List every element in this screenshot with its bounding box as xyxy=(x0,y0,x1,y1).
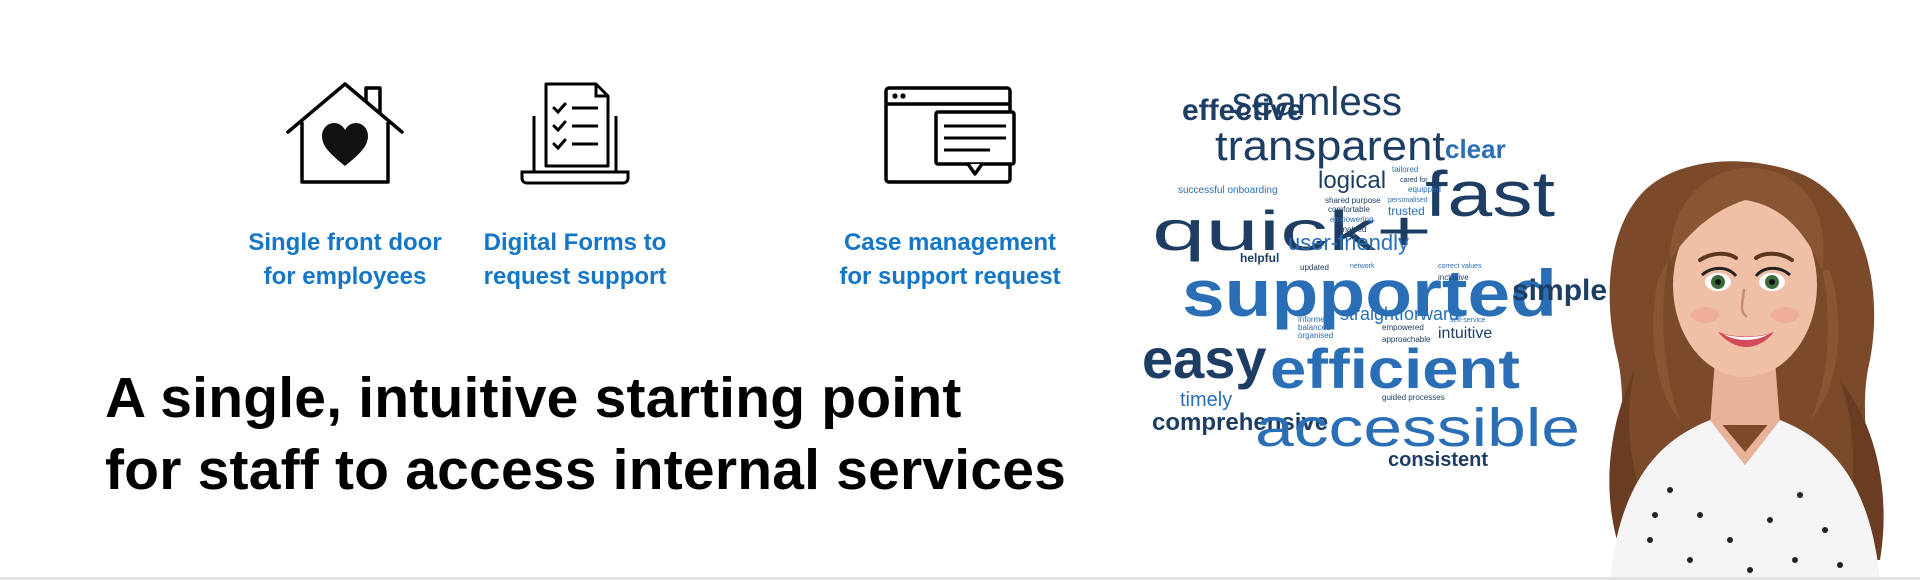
feature-caption: Case management for support request xyxy=(790,226,1110,294)
word-approachable: approachable xyxy=(1382,335,1431,344)
feature-caption: Digital Forms to request support xyxy=(415,226,735,294)
feature-caption: Single front door for employees xyxy=(185,226,505,294)
word-seamless: seamless xyxy=(1232,80,1402,124)
headline-line-2: for staff to access internal services xyxy=(105,438,1067,502)
word-correct-values: correct values xyxy=(1438,263,1482,270)
word-easy: easy xyxy=(1142,327,1267,390)
feature-single-front-door: Single front door for employees xyxy=(185,78,505,294)
caption-line-2: request support xyxy=(483,263,667,290)
avatar-illustration xyxy=(1609,161,1884,580)
caption-line-1: Single front door xyxy=(248,229,442,256)
word-organised: organised xyxy=(1298,331,1333,340)
word-successful-onboarding: successful onboarding xyxy=(1178,185,1278,196)
word-comfortable: comfortable xyxy=(1328,205,1370,214)
word-consistent: consistent xyxy=(1388,449,1488,471)
word-shared-purpose: shared purpose xyxy=(1325,196,1381,205)
browser-message-icon xyxy=(884,86,1016,184)
caption-line-1: Case management xyxy=(843,229,1057,256)
word-tailored: tailored xyxy=(1392,165,1418,174)
word-intuitive: intuitive xyxy=(1438,325,1492,342)
word-cared-for: cared for xyxy=(1400,177,1428,184)
headline-line-1: A single, intuitive starting point xyxy=(105,366,962,430)
word-timely: timely xyxy=(1180,389,1232,411)
divider xyxy=(0,577,1920,580)
word-informed: informed xyxy=(1298,315,1329,324)
page-headline: A single, intuitive starting point for s… xyxy=(105,362,1066,506)
word-enabled: enabled xyxy=(1338,225,1366,234)
word-logical: logical xyxy=(1318,167,1386,194)
word-efficient: efficient xyxy=(1270,337,1520,400)
word-network: network xyxy=(1350,263,1375,270)
word-equipped: equipped xyxy=(1408,185,1441,194)
word-self-service: self-service xyxy=(1450,317,1486,324)
feature-case-management: Case management for support request xyxy=(790,78,1110,294)
word-effective: effective xyxy=(1182,94,1304,127)
word-personalised: personalised xyxy=(1388,197,1428,204)
word-clear: clear xyxy=(1445,134,1506,164)
word-supported: supported xyxy=(1182,256,1557,330)
word-comprehensive: comprehensive xyxy=(1152,409,1328,436)
feature-digital-forms: Digital Forms to request support xyxy=(415,78,735,294)
word-inclusive: inclusive xyxy=(1438,273,1469,282)
caption-line-2: for support request xyxy=(839,263,1061,290)
word-helpful: helpful xyxy=(1240,251,1279,265)
word-straightforward: straightforward xyxy=(1340,304,1459,324)
word-simple: simple xyxy=(1512,274,1607,307)
word-empowering: empowering xyxy=(1330,215,1374,224)
caption-line-2: for employees xyxy=(263,263,427,290)
word-balanced: balanced xyxy=(1298,323,1330,332)
word-guided-processes: guided processes xyxy=(1382,393,1445,402)
word-fast: fast xyxy=(1425,158,1555,230)
word-updated: updated xyxy=(1300,263,1329,272)
house-heart-icon xyxy=(286,82,404,184)
word-user-friendly: user-friendly xyxy=(1288,230,1409,255)
word-empowered: empowered xyxy=(1382,323,1424,332)
word-quick-plus: quick+ xyxy=(1152,199,1432,262)
word-trusted: trusted xyxy=(1388,204,1425,218)
word-accessible: accessible xyxy=(1255,398,1580,458)
word-cloud: effective seamless transparent clear log… xyxy=(1142,80,1607,471)
laptop-checklist-icon xyxy=(520,82,630,185)
word-transparent: transparent xyxy=(1215,122,1445,169)
caption-line-1: Digital Forms to xyxy=(483,229,667,256)
